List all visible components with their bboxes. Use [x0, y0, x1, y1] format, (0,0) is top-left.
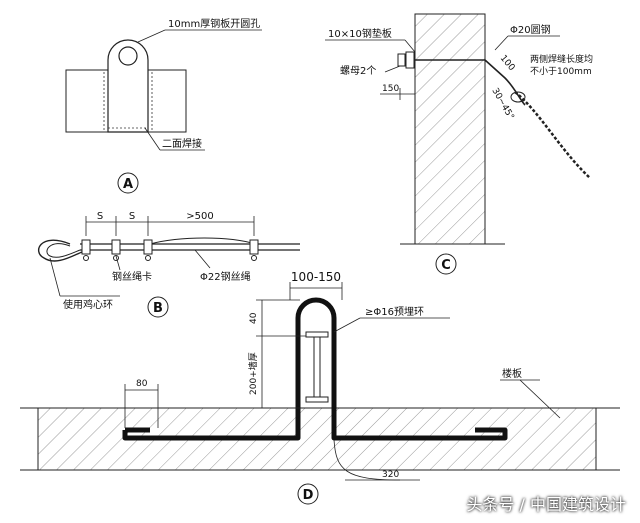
detail-a-weld-marks [103, 72, 153, 130]
detail-c-bar-label: Φ20圆钢 [510, 23, 551, 36]
detail-b-thimble [38, 239, 83, 262]
detail-c-angle: 30~45° [489, 87, 515, 122]
detail-b-dim-500: >500 [186, 211, 213, 222]
detail-c-nut-label: 螺母2个 [340, 65, 376, 77]
detail-d-dim-320: 320 [382, 470, 399, 480]
detail-d-dim-80-line [124, 384, 159, 428]
detail-c-dim-150: 150 [382, 84, 399, 94]
detail-c-marker [435, 253, 457, 275]
detail-c: 10×10钢垫板 螺母2个 150 Φ20圆钢 100 30~45° 两侧焊缝长… [325, 13, 596, 275]
detail-d: 100-150 ≥Φ16预埋环 40 200+墙厚 80 楼板 320 D [20, 270, 620, 505]
detail-b-clips [81, 239, 259, 261]
detail-d-ibeam [305, 331, 329, 403]
detail-c-dim-100: 100 [498, 54, 517, 74]
detail-b-dimensions [85, 216, 255, 236]
detail-b-dim-s1: S [97, 211, 103, 222]
detail-d-marker-letter: D [303, 488, 314, 503]
detail-d-slab-label: 楼板 [502, 367, 522, 380]
detail-b-thimble-label: 使用鸡心环 [63, 298, 113, 311]
detail-b-dim-s2: S [129, 211, 135, 222]
detail-c-rope [514, 91, 591, 179]
detail-c-dim-150-line [380, 88, 416, 100]
detail-a-weld-leader [144, 127, 161, 151]
detail-a-marker-letter: A [123, 177, 133, 192]
detail-c-pad [405, 51, 415, 69]
detail-a: 10mm厚钢板开圆孔 二面焊接 A [65, 17, 262, 194]
detail-b-marker [147, 296, 169, 318]
detail-d-dim-top-line [289, 282, 343, 300]
detail-d-slab [37, 407, 597, 471]
detail-c-weld-note: 两侧焊缝长度均 不小于100mm [530, 53, 596, 77]
detail-d-dim-80: 80 [136, 379, 148, 389]
detail-b-marker-letter: B [153, 301, 163, 316]
detail-b-rope-bulge [149, 237, 256, 245]
watermark: 头条号 / 中国建筑设计 [466, 495, 626, 514]
detail-c-marker-letter: C [441, 258, 451, 273]
detail-a-marker [117, 172, 139, 194]
detail-b-clip-label: 钢丝绳卡 [112, 270, 152, 283]
detail-d-dim-vertical-lines [256, 299, 306, 409]
detail-d-marker [297, 483, 319, 505]
detail-d-dim-200: 200+墙厚 [247, 352, 259, 395]
detail-d-dim-top: 100-150 [291, 270, 341, 284]
detail-a-weld-label: 二面焊接 [162, 137, 202, 150]
detail-a-plate-label: 10mm厚钢板开圆孔 [168, 17, 260, 30]
detail-a-plate-leader [137, 29, 166, 43]
detail-a-hole [118, 46, 138, 66]
detail-d-ring-label: ≥Φ16预埋环 [365, 306, 424, 318]
detail-c-pad-label: 10×10钢垫板 [328, 27, 392, 40]
detail-b: S S >500 钢丝绳卡 Φ22钢丝绳 使用鸡心环 B [38, 211, 300, 318]
detail-c-wall [414, 13, 486, 245]
detail-b-rope-label: Φ22钢丝绳 [200, 270, 251, 283]
detail-a-plate [107, 39, 149, 133]
detail-d-ring [122, 297, 508, 441]
detail-d-dim-40: 40 [249, 312, 259, 324]
